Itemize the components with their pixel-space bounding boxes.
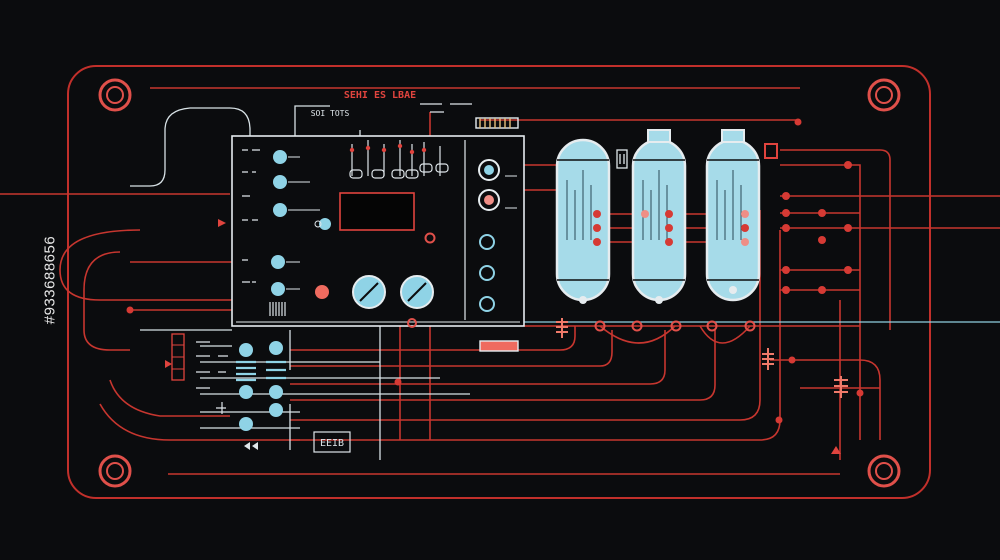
mounting-hole-top-left xyxy=(98,78,132,112)
control-panel xyxy=(231,135,525,327)
junction-nodes xyxy=(126,118,864,424)
mounting-hole-bottom-left xyxy=(98,454,132,488)
connector-red xyxy=(764,143,778,159)
mounting-hole-top-right xyxy=(867,78,901,112)
triangle-markers xyxy=(165,219,841,454)
panel-labels xyxy=(242,149,260,283)
tube-3 xyxy=(705,129,761,302)
fader-caps xyxy=(349,143,427,155)
display-screen xyxy=(339,192,415,231)
stock-id: #933688656 xyxy=(41,235,59,325)
connector-stacks xyxy=(556,318,848,398)
board-outline xyxy=(67,65,931,499)
gauge-right xyxy=(400,275,434,309)
indicator-lamp xyxy=(315,285,329,299)
bottom-label-box xyxy=(313,431,351,453)
switch-icon xyxy=(616,149,628,169)
gauge-left xyxy=(352,275,386,309)
right-knobs xyxy=(478,159,500,312)
right-labels xyxy=(505,175,517,209)
input-knob xyxy=(314,218,331,230)
panel-dials xyxy=(271,150,287,296)
fader-bank xyxy=(349,140,449,179)
ring-nodes xyxy=(407,232,756,332)
tube-1 xyxy=(555,138,611,304)
resistor-bottom xyxy=(479,340,519,352)
bottom-label: EEIB xyxy=(320,438,344,449)
tube-2 xyxy=(631,129,687,304)
barcode-icon xyxy=(269,302,286,316)
lower-left-panel xyxy=(171,333,286,450)
header-label: SEHI ES LBAE xyxy=(344,90,416,101)
resistor-top xyxy=(475,117,519,129)
sub-label: SOI TOTS xyxy=(311,109,350,118)
header-bars xyxy=(420,103,472,113)
panel-traces xyxy=(286,156,320,290)
mounting-holes xyxy=(98,78,901,488)
mounting-hole-bottom-right xyxy=(867,454,901,488)
